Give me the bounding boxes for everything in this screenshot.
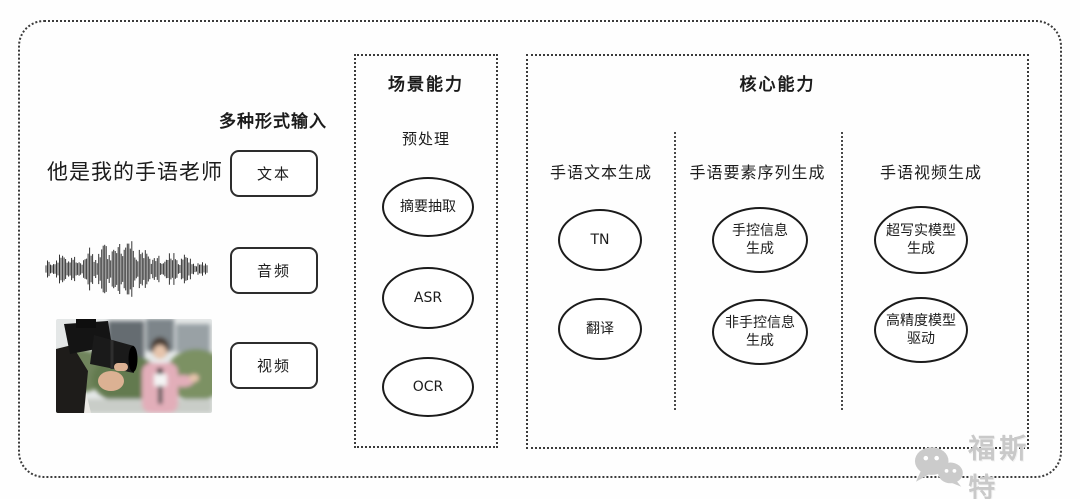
- input-text-box: 文本: [230, 150, 318, 197]
- column-sign-text-label: 手语文本生成: [549, 163, 652, 182]
- watermark-text: 福斯特: [968, 434, 1031, 499]
- core-box-title: 核心能力: [739, 75, 816, 95]
- scene-capability-box: 场景能力 预处理 摘要抽取 ASR OCR: [354, 54, 498, 448]
- audio-waveform-image: [45, 241, 208, 297]
- column-divider: [674, 132, 676, 410]
- outer-border: 多种形式输入 他是我的手语老师: [18, 20, 1062, 499]
- node-manual-info-generation: 手控信息 生成: [712, 207, 808, 273]
- sample-sentence: 他是我的手语老师: [47, 160, 223, 184]
- input-audio-box: 音频: [230, 247, 318, 294]
- node-label: 非手控信息 生成: [725, 315, 795, 349]
- node-label: ASR: [413, 290, 443, 306]
- node-translation: 翻译: [558, 298, 642, 360]
- scene-box-title: 场景能力: [388, 75, 464, 95]
- input-video-box: 视频: [230, 342, 318, 389]
- node-label: 超写实模型 生成: [886, 223, 956, 257]
- node-high-precision-model-driving: 高精度模型 驱动: [874, 297, 968, 363]
- preprocessing-label: 预处理: [401, 130, 450, 148]
- node-tn: TN: [558, 209, 642, 271]
- node-label: 手控信息 生成: [732, 223, 788, 257]
- input-audio-label: 音频: [256, 262, 291, 280]
- video-thumbnail-image: [56, 319, 212, 413]
- input-text-label: 文本: [256, 165, 291, 183]
- node-non-manual-info-generation: 非手控信息 生成: [712, 299, 808, 365]
- wechat-logo-icon: [914, 447, 963, 487]
- watermark: 福斯特: [913, 427, 1060, 499]
- node-hyperrealistic-model-generation: 超写实模型 生成: [874, 206, 968, 274]
- node-summary-extraction: 摘要抽取: [382, 177, 474, 237]
- node-label: TN: [590, 232, 610, 248]
- reporter-photo-graphic: [56, 319, 212, 413]
- input-video-label: 视频: [256, 357, 291, 375]
- node-label: OCR: [412, 379, 444, 395]
- core-capability-box: 核心能力 手语文本生成 手语要素序列生成 手语视频生成 TN 翻译 手控信息 生…: [526, 54, 1029, 449]
- node-label: 翻译: [586, 321, 614, 337]
- node-ocr: OCR: [382, 357, 474, 417]
- node-label: 摘要抽取: [400, 199, 456, 215]
- column-sign-video-label: 手语视频生成: [879, 163, 982, 182]
- column-element-sequence-label: 手语要素序列生成: [689, 163, 826, 182]
- node-asr: ASR: [382, 267, 474, 329]
- input-section-label: 多种形式输入: [219, 112, 327, 132]
- node-label: 高精度模型 驱动: [886, 313, 956, 347]
- column-divider: [841, 132, 843, 410]
